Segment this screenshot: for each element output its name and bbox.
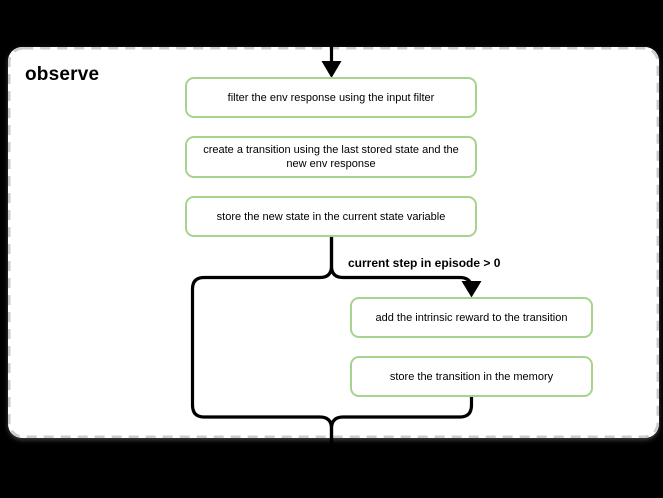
- node-label: add the intrinsic reward to the transiti…: [375, 311, 568, 324]
- node-label: store the new state in the current state…: [216, 210, 446, 223]
- node-filter-env-response: filter the env response using the input …: [185, 77, 477, 118]
- node-add-intrinsic-reward: add the intrinsic reward to the transiti…: [350, 297, 593, 338]
- node-create-transition: create a transition using the last store…: [185, 136, 477, 178]
- condition-edge-label: current step in episode > 0: [348, 256, 501, 270]
- node-store-transition: store the transition in the memory: [350, 356, 593, 397]
- group-title: observe: [25, 64, 100, 85]
- node-label: filter the env response using the input …: [227, 91, 435, 104]
- node-label: store the transition in the memory: [389, 370, 554, 383]
- node-label: create a transition using the last store…: [203, 144, 459, 170]
- node-store-new-state: store the new state in the current state…: [185, 196, 477, 237]
